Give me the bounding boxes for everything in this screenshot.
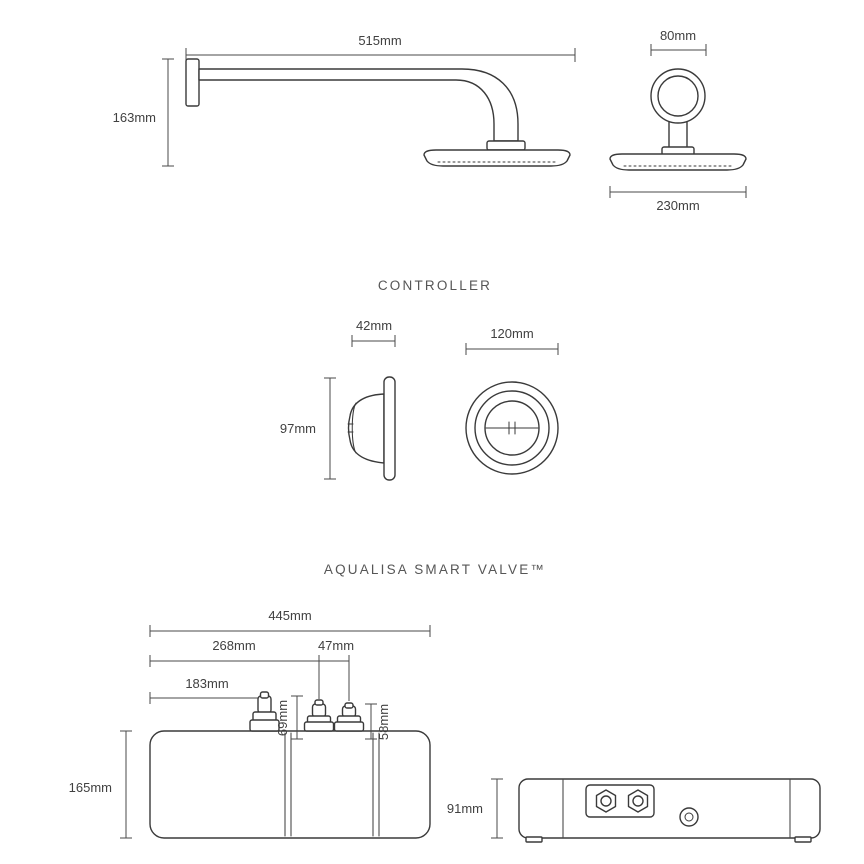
- smart-valve-section: AQUALISA SMART VALVE™ 445mm 268mm 47mm 1…: [69, 562, 821, 843]
- dim-183-line: [149, 692, 266, 704]
- dim-controller-diameter-label: 120mm: [490, 326, 533, 341]
- side-outlet-port: [679, 807, 699, 827]
- controller-title: CONTROLLER: [378, 278, 492, 293]
- arm-connector-nut: [486, 140, 526, 151]
- dim-first-inlet-offset-label: 183mm: [185, 676, 228, 691]
- arm-front-columns: [668, 121, 688, 148]
- controller-dial: [484, 400, 540, 456]
- dim-wall-plate-label: 80mm: [660, 28, 696, 43]
- controller-face-contour: [351, 402, 357, 454]
- dim-inlet-spacing-label: 47mm: [318, 638, 354, 653]
- dim-drop-height-label: 163mm: [113, 110, 156, 125]
- dim-47-line: [319, 655, 350, 701]
- hex-fitting-1: [595, 789, 617, 813]
- wall-plate-inner-ring: [657, 75, 699, 117]
- dim-valve-height-label: 165mm: [69, 780, 112, 795]
- showerhead-side-view: 515mm 163mm: [113, 33, 576, 167]
- dim-controller-height-label: 97mm: [280, 421, 316, 436]
- dim-230-line: [609, 186, 747, 198]
- valve-module-seams: [284, 732, 380, 837]
- dim-controller-depth-label: 42mm: [356, 318, 392, 333]
- valve-body-front: [149, 730, 431, 839]
- shower-head-disc-side: [423, 149, 571, 167]
- controller-dial-center-marks: [508, 421, 516, 435]
- dim-arm-length-label: 515mm: [358, 33, 401, 48]
- controller-knob-side: [347, 393, 385, 464]
- smart-valve-title: AQUALISA SMART VALVE™: [324, 562, 546, 577]
- dim-valve-width-label: 445mm: [268, 608, 311, 623]
- controller-section: CONTROLLER 42mm 97mm 120mm: [280, 278, 559, 481]
- wall-bracket: [185, 58, 200, 107]
- valve-foot-right: [794, 836, 812, 843]
- controller-outer-ring: [465, 381, 559, 475]
- dim-97-line: [324, 377, 336, 480]
- dim-valve-depth-label: 91mm: [447, 801, 483, 816]
- valve-inlet-port-2: [303, 699, 335, 732]
- dim-42-line: [351, 335, 396, 347]
- dim-last-inlet-height-label: 58mm: [376, 704, 391, 740]
- valve-fitting-plate: [585, 784, 655, 818]
- hex-fitting-1-bore: [600, 795, 612, 807]
- dim-80-line: [650, 44, 707, 56]
- dim-515-line: [185, 48, 576, 62]
- valve-foot-left: [525, 836, 543, 843]
- side-outlet-port-bore: [684, 812, 694, 822]
- dim-163-line: [162, 58, 174, 167]
- hex-fitting-2-bore: [632, 795, 644, 807]
- hex-fitting-2: [627, 789, 649, 813]
- dim-91-line: [491, 778, 503, 839]
- showerhead-front-view: 80mm 230mm: [609, 28, 747, 213]
- valve-side-seams: [562, 779, 791, 838]
- dim-120-line: [465, 343, 559, 355]
- controller-indicator-marks: [347, 423, 354, 433]
- valve-body-side: [518, 778, 821, 839]
- valve-inlet-port-3: [333, 702, 365, 732]
- wall-plate-outer-ring: [650, 68, 706, 124]
- controller-flange-side: [383, 376, 396, 481]
- dim-165-line: [120, 730, 132, 839]
- valve-inlet-port-1: [249, 691, 280, 732]
- controller-mid-ring: [474, 390, 550, 466]
- dim-first-inlet-height-label: 69mm: [275, 700, 290, 736]
- dim-head-diameter-label: 230mm: [656, 198, 699, 213]
- dim-second-inlet-offset-label: 268mm: [212, 638, 255, 653]
- dim-69-line: [291, 695, 303, 740]
- shower-head-disc-front: [609, 153, 747, 171]
- dim-58-line: [365, 703, 377, 740]
- dim-445-line: [149, 625, 431, 637]
- shower-arm: [198, 68, 519, 142]
- valve-side-view: 91mm: [447, 778, 821, 843]
- dim-268-line: [149, 655, 320, 699]
